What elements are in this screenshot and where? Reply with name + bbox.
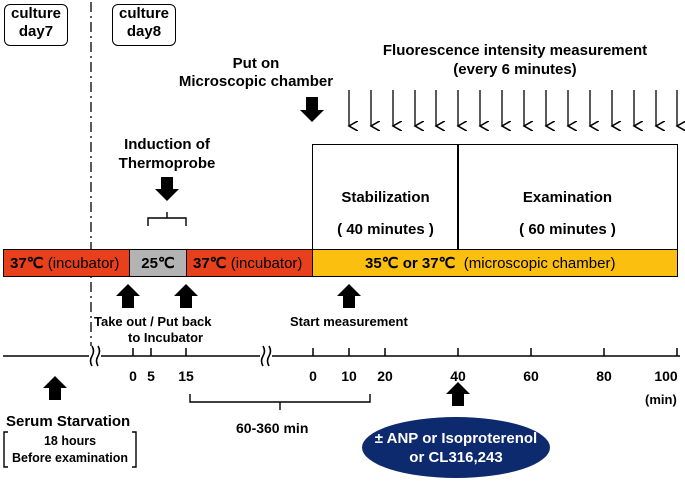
culture-day7-box: culture day7 — [4, 4, 68, 46]
measurement-arrows — [349, 90, 677, 126]
serum-line1: 18 hours — [43, 434, 97, 448]
seg1-temp: 37℃ — [10, 255, 44, 272]
temp-segment-chamber: 35℃ or 37℃ (microscopic chamber) — [312, 249, 678, 277]
tick-label-0a: 0 — [129, 368, 137, 384]
stabilization-duration: ( 40 minutes ) — [337, 221, 434, 238]
temp-segment-incubator-1: 37℃ (incubator) — [3, 249, 130, 277]
treatment-ellipse: ± ANP or Isoproterenol or CL316,243 — [362, 417, 550, 478]
tick-label-5: 5 — [147, 368, 155, 384]
culture-day7-line1: culture — [10, 5, 61, 22]
induction-line1: Induction of — [124, 136, 210, 153]
arrow-up-icon — [116, 284, 140, 308]
treatment-line2: or CL316,243 — [409, 448, 503, 466]
put-on-line2: Microscopic chamber — [178, 73, 334, 90]
break-mark-icon — [89, 345, 101, 367]
seg4-temp: 35℃ or 37℃ — [365, 255, 456, 272]
seg3-temp: 37℃ — [193, 255, 227, 272]
arrow-up-icon — [174, 284, 198, 308]
take-out-label: Take out / Put back to Incubator — [84, 314, 244, 346]
start-measurement-label: Start measurement — [290, 314, 408, 329]
break-mark-icon — [260, 345, 272, 367]
examination-duration: ( 60 minutes ) — [519, 221, 616, 238]
interval-bracket — [189, 394, 371, 410]
temp-segment-room: 25℃ — [129, 249, 187, 277]
tick-label-0b: 0 — [309, 368, 317, 384]
serum-bracket-left — [3, 431, 8, 468]
timeline-ticks — [132, 348, 678, 356]
culture-day7-line2: day7 — [18, 23, 54, 40]
seg1-place: (incubator) — [47, 254, 120, 272]
induction-bracket — [147, 212, 187, 226]
serum-title: Serum Starvation — [6, 413, 131, 430]
arrow-down-icon — [155, 177, 179, 201]
take-out-line2: to Incubator — [128, 330, 204, 345]
take-out-line1: Take out / Put back — [94, 314, 212, 329]
put-on-line1: Put on — [232, 55, 280, 72]
culture-day8-line1: culture — [118, 5, 169, 22]
examination-title: Examination — [522, 189, 613, 206]
temp-segment-incubator-2: 37℃ (incubator) — [186, 249, 313, 277]
fluorescence-line1: Fluorescence intensity measurement — [382, 42, 648, 59]
induction-line2: Thermoprobe — [118, 155, 216, 172]
seg2-temp: 25℃ — [141, 255, 175, 272]
serum-line2: Before examination — [11, 451, 128, 465]
arrow-up-icon — [337, 284, 361, 308]
seg4-place: (microscopic chamber) — [463, 254, 616, 272]
fluorescence-heading: Fluorescence intensity measurement (ever… — [355, 41, 675, 79]
arrow-up-icon — [43, 376, 67, 400]
serum-bracket-right — [132, 431, 137, 468]
tick-label-20: 20 — [377, 368, 393, 384]
serum-details: 18 hours Before examination — [6, 433, 134, 467]
time-unit-label: (min) — [645, 392, 677, 407]
tick-label-15: 15 — [178, 368, 194, 384]
tick-label-100: 100 — [654, 368, 678, 384]
culture-day8-box: culture day8 — [112, 4, 176, 46]
stabilization-title: Stabilization — [341, 189, 430, 206]
fluorescence-line2: (every 6 minutes) — [453, 61, 577, 78]
treatment-line1: ± ANP or Isoproterenol — [374, 429, 538, 447]
put-on-chamber-label: Put on Microscopic chamber — [166, 55, 346, 91]
tick-label-60: 60 — [523, 368, 539, 384]
seg3-place: (incubator) — [230, 254, 303, 272]
arrow-down-icon — [300, 97, 324, 122]
interval-label: 60-360 min — [236, 420, 309, 436]
culture-day8-line2: day8 — [126, 23, 162, 40]
induction-label: Induction of Thermoprobe — [100, 135, 234, 173]
tick-label-80: 80 — [596, 368, 612, 384]
tick-label-40: 40 — [450, 368, 466, 384]
tick-label-10: 10 — [341, 368, 357, 384]
stabilization-box: Stabilization ( 40 minutes ) — [312, 144, 459, 250]
examination-box: Examination ( 60 minutes ) — [457, 144, 678, 250]
arrow-up-icon — [446, 382, 470, 406]
